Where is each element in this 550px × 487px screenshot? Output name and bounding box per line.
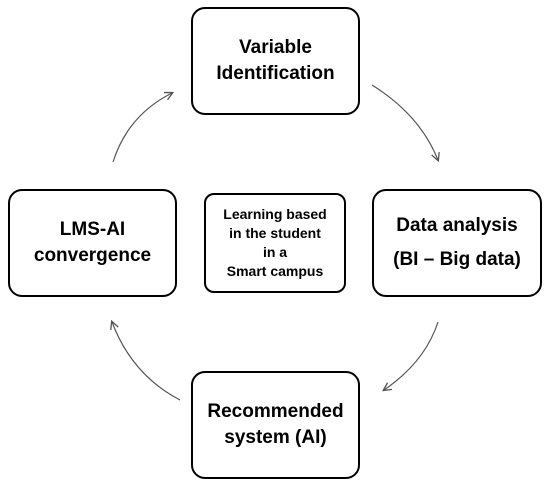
node-label-line: in the student	[229, 225, 321, 241]
node-label-line: in a	[262, 244, 288, 260]
node-label-line: Identification	[216, 63, 335, 84]
node-variable-identification: Variable Identification	[191, 7, 360, 115]
node-label-line: Smart campus	[226, 263, 324, 279]
arrow-top-to-right	[371, 84, 438, 160]
node-label-line: LMS-AI	[59, 219, 126, 240]
node-lms-ai-convergence: LMS-AI convergence	[8, 189, 177, 297]
arrow-left-to-top	[112, 93, 172, 163]
node-label-line: (BI – Big data)	[393, 249, 521, 270]
node-label-line: Recommended	[207, 401, 344, 422]
arrow-bottom-to-left	[112, 322, 181, 401]
node-label-line: Data analysis	[396, 215, 518, 236]
node-data-analysis: Data analysis (BI – Big data)	[372, 189, 542, 297]
node-label-line: system (AI)	[224, 427, 327, 448]
node-label-line: Learning based	[223, 206, 327, 222]
node-recommended-system: Recommended system (AI)	[191, 371, 360, 479]
node-label-line: convergence	[33, 245, 152, 266]
arrow-right-to-bottom	[384, 321, 439, 390]
node-center-learning: Learning based in the student in a Smart…	[204, 193, 346, 293]
node-label-line: Variable	[239, 37, 312, 58]
